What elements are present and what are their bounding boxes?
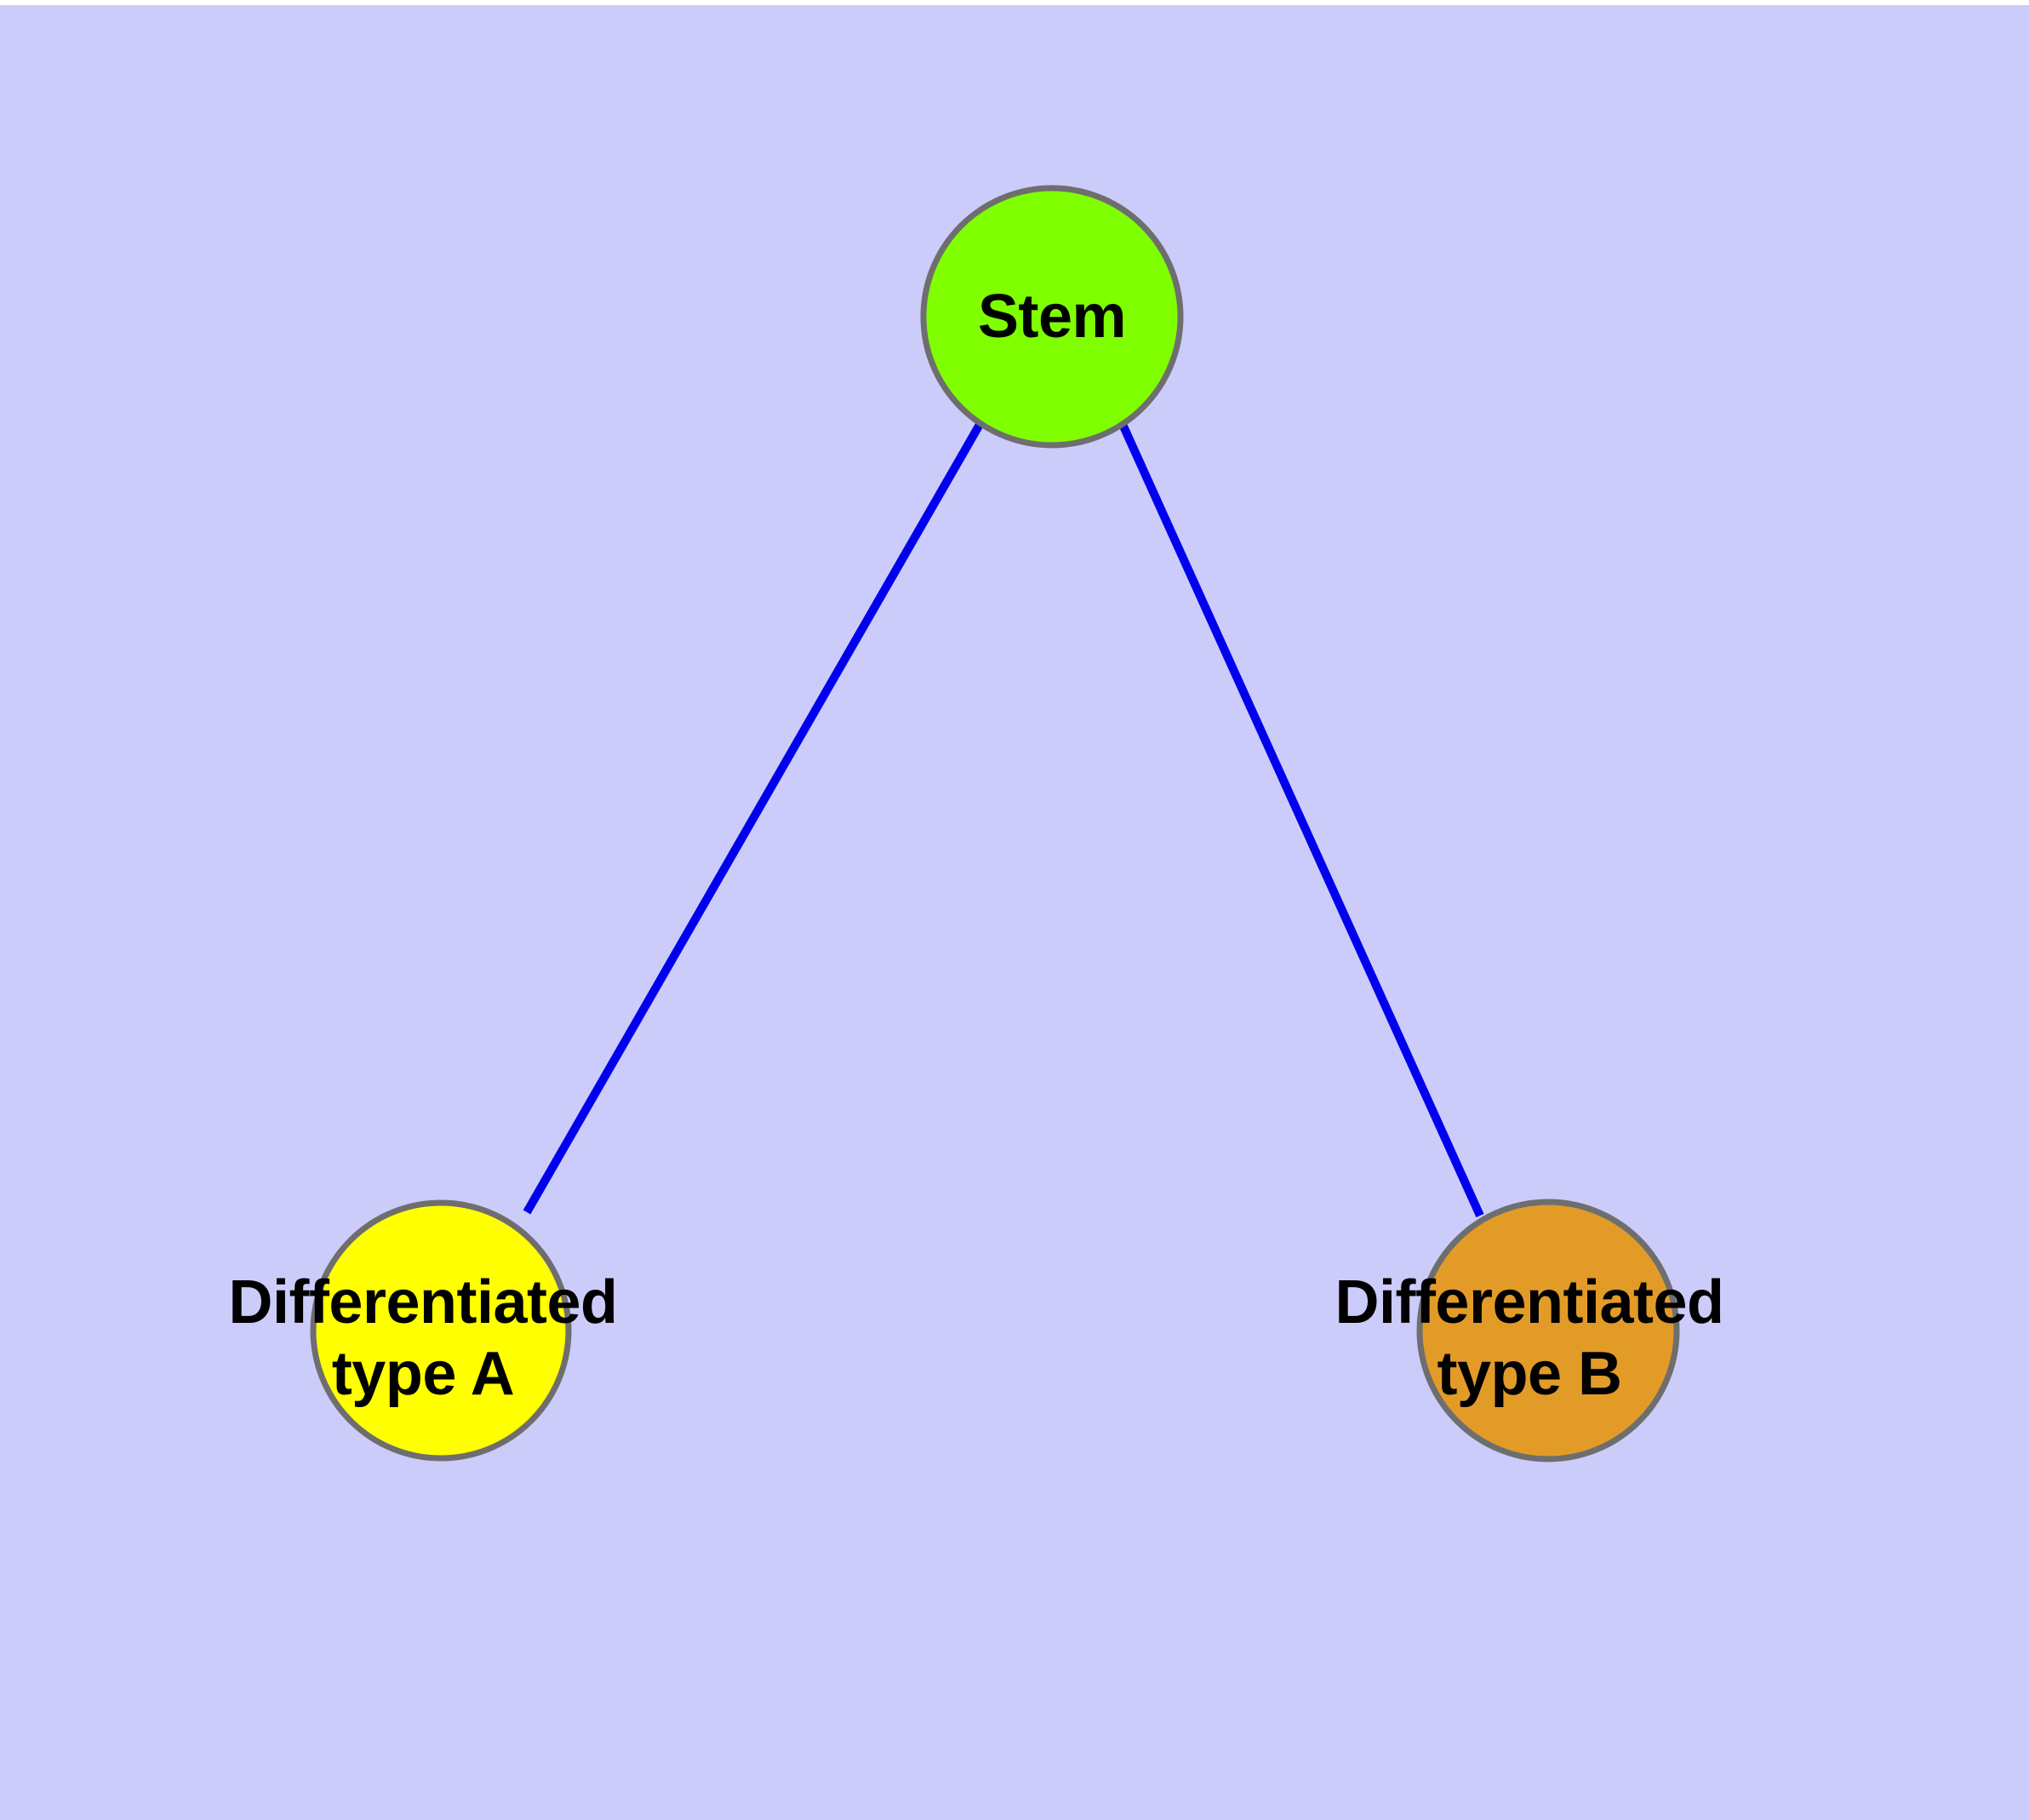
node-circle-stem[interactable] bbox=[920, 185, 1184, 449]
edge-stem-to-diff-b bbox=[1117, 418, 1484, 1218]
node-circle-differentiated-type-b[interactable] bbox=[1416, 1199, 1680, 1462]
node-layer bbox=[310, 185, 1680, 1462]
edge-stem-to-diff-a bbox=[523, 421, 985, 1215]
node-circle-differentiated-type-a[interactable] bbox=[310, 1199, 572, 1462]
edge-layer bbox=[523, 418, 1484, 1218]
